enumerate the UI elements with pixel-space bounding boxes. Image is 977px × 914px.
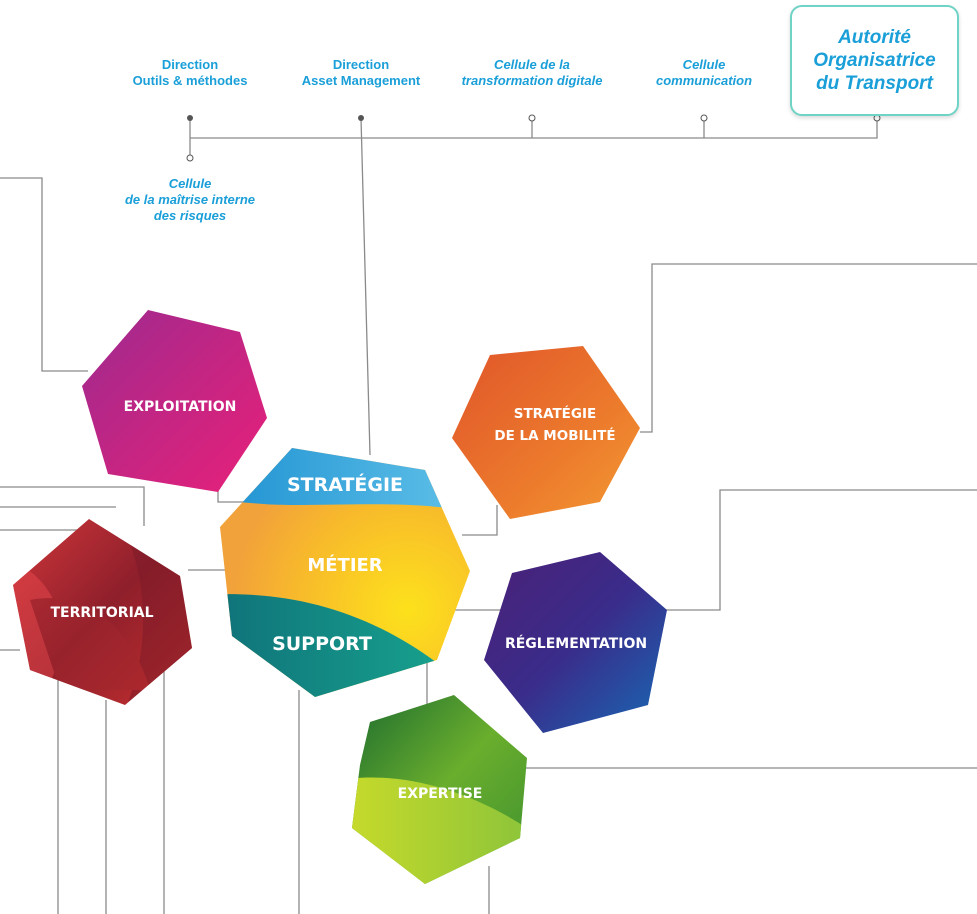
hex-metier-label: MÉTIER	[307, 554, 382, 576]
label-cellule-risques: Cellule de la maîtrise interne des risqu…	[125, 176, 255, 224]
node-outils	[187, 115, 193, 121]
authority-box: Autorité Organisatrice du Transport	[790, 5, 959, 116]
hex-strategie-mobilite-line2: DE LA MOBILITÉ	[494, 427, 615, 444]
hex-strategie-label: STRATÉGIE	[287, 473, 403, 496]
authority-line3: du Transport	[816, 73, 933, 94]
label-cellule-risques-line2: de la maîtrise interne	[124, 192, 256, 207]
hex-exploitation-label: EXPLOITATION	[124, 399, 237, 415]
authority-line2: Organisatrice	[813, 50, 936, 71]
label-cellule-digitale-line1: Cellule de la	[494, 57, 570, 72]
node-digitale	[528, 114, 536, 122]
hex-exploitation: EXPLOITATION	[82, 310, 267, 492]
node-asset	[358, 115, 364, 121]
hex-strategie-mobilite-line1: STRATÉGIE	[514, 405, 596, 422]
label-cellule-digitale-line2: transformation digitale	[461, 73, 603, 88]
hex-territorial-label: TERRITORIAL	[50, 605, 153, 621]
label-cellule-digitale: Cellule de la transformation digitale	[462, 57, 603, 89]
label-cellule-communication-line2: communication	[655, 73, 753, 88]
hex-reglementation: RÉGLEMENTATION	[484, 552, 667, 733]
label-direction-outils-line2: Outils & méthodes	[132, 73, 248, 88]
connector-nodes	[186, 114, 881, 162]
label-cellule-communication-line1: Cellule	[682, 57, 726, 72]
hex-expertise: EXPERTISE	[352, 695, 527, 884]
authority-line1: Autorité	[838, 27, 911, 48]
hex-strategie-mobilite: STRATÉGIE DE LA MOBILITÉ	[452, 346, 640, 519]
label-direction-asset-line1: Direction	[332, 57, 390, 72]
label-cellule-risques-line1: Cellule	[168, 176, 212, 191]
hex-expertise-label: EXPERTISE	[398, 786, 483, 802]
hex-metier: STRATÉGIE MÉTIER SUPPORT	[220, 448, 470, 697]
hex-support-label: SUPPORT	[272, 633, 372, 655]
hex-reglementation-label: RÉGLEMENTATION	[505, 635, 647, 652]
label-direction-asset: Direction Asset Management	[302, 57, 420, 89]
label-cellule-risques-line3: des risques	[153, 208, 227, 223]
label-direction-outils: Direction Outils & méthodes	[133, 57, 248, 89]
node-risques	[186, 154, 194, 162]
label-direction-asset-line2: Asset Management	[301, 73, 421, 88]
hex-territorial: TERRITORIAL	[13, 519, 192, 705]
label-direction-outils-line1: Direction	[161, 57, 219, 72]
label-cellule-communication: Cellule communication	[656, 57, 752, 89]
node-communication	[700, 114, 708, 122]
